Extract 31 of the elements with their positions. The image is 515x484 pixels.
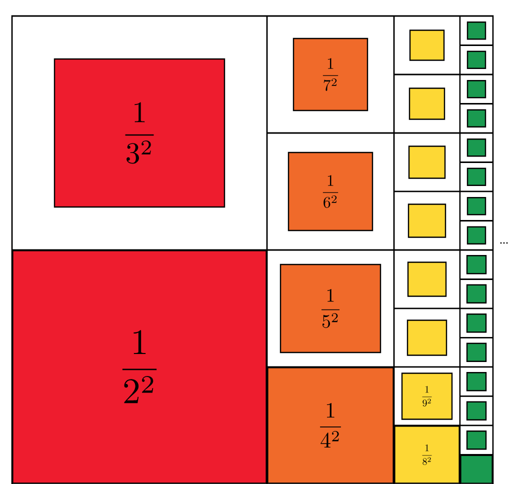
- square: [466, 255, 487, 274]
- fraction-square: $\frac{1}{8^2}$: [394, 426, 460, 484]
- square: [408, 88, 446, 120]
- square: [466, 430, 487, 450]
- fraction-square: $\frac{1}{2^2}$: [12, 250, 267, 484]
- fraction-square: $\frac{1}{5^2}$: [280, 264, 382, 354]
- square: [460, 454, 493, 484]
- square: [466, 314, 487, 333]
- fraction-square: $\frac{1}{7^2}$: [292, 38, 368, 112]
- square: [466, 226, 486, 244]
- square: [466, 80, 486, 98]
- fraction-square: $\frac{1}{6^2}$: [288, 152, 374, 232]
- square: [466, 168, 486, 186]
- square: [409, 30, 445, 61]
- square: [466, 284, 487, 304]
- square: [408, 146, 446, 179]
- square: [466, 401, 487, 420]
- fraction-square: $\frac{1}{9^2}$: [401, 372, 453, 420]
- square: [406, 320, 448, 356]
- square: [466, 50, 486, 69]
- fraction-square: $\frac{1}{4^2}$: [267, 367, 394, 484]
- square: [466, 197, 486, 216]
- square: [466, 138, 486, 157]
- square: [466, 342, 487, 362]
- fraction-square: $\frac{1}{3^2}$: [54, 58, 226, 208]
- square: [466, 109, 486, 128]
- square: [466, 372, 487, 392]
- square: [466, 22, 486, 40]
- square: [407, 262, 447, 297]
- square: [408, 204, 446, 238]
- ellipsis-text: ...: [500, 242, 508, 244]
